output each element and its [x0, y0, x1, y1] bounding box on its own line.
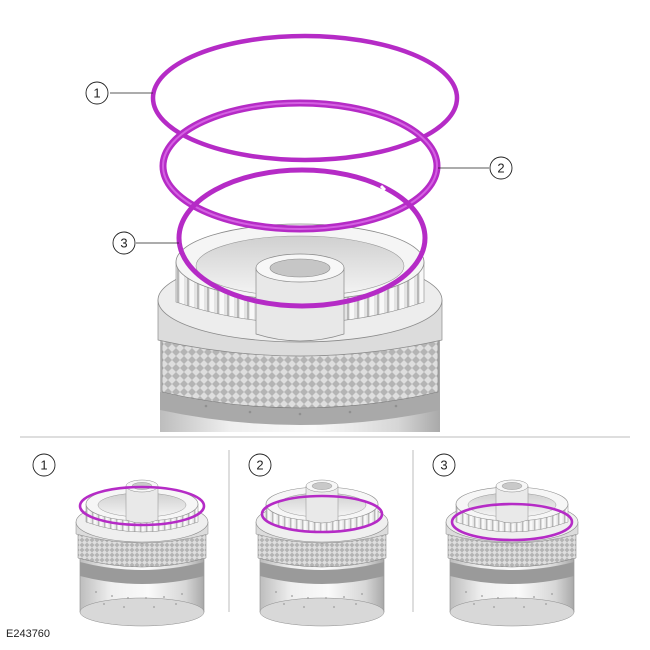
panel-3-label: 3 — [440, 458, 447, 473]
panel-1: 1 — [32, 453, 209, 627]
callout-3-label: 3 — [120, 236, 127, 251]
callout-2-label: 2 — [497, 161, 504, 176]
figure-id: E243760 — [6, 628, 51, 640]
callout-1: 1 — [85, 81, 153, 105]
snap-ring-1 — [150, 33, 460, 163]
main-view: 1 2 3 — [85, 33, 513, 432]
panel-3: 3 — [432, 453, 579, 627]
clutch-drum — [157, 223, 443, 432]
panel-1-label: 1 — [40, 458, 47, 473]
callout-2: 2 — [438, 156, 513, 180]
panel-2-label: 2 — [256, 458, 263, 473]
callout-1-label: 1 — [93, 86, 100, 101]
snap-ring-3 — [176, 167, 428, 309]
callout-3: 3 — [112, 231, 179, 255]
panel-2: 2 — [248, 453, 389, 627]
snap-ring-2 — [159, 99, 441, 233]
